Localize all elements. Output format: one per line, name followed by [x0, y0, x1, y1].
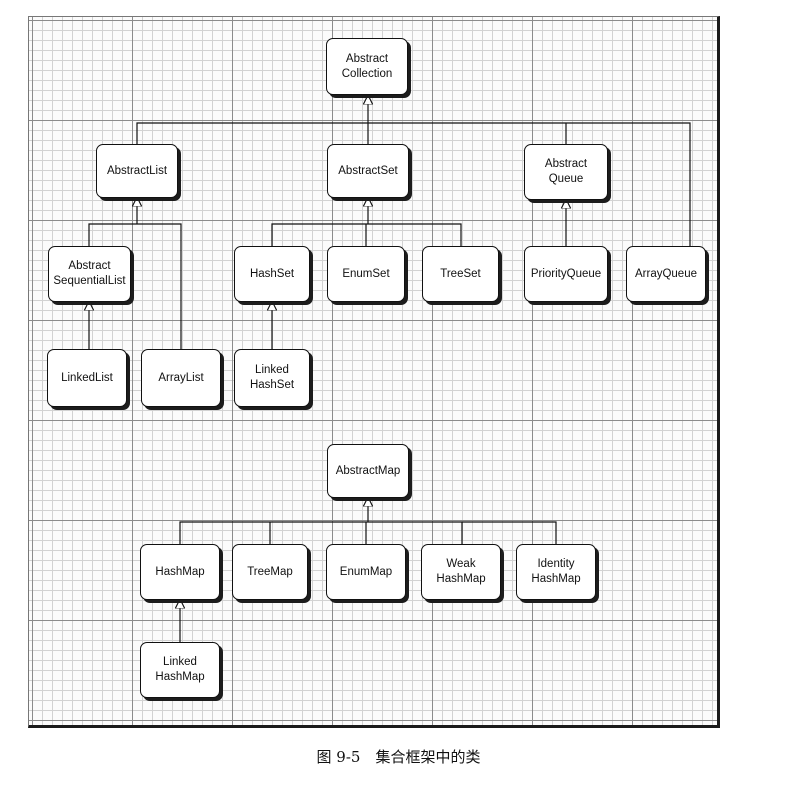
figure-caption: 图 9-5 集合框架中的类 — [316, 748, 481, 766]
node-linked-hash-map: Linked HashMap — [140, 642, 220, 698]
node-linked-list: LinkedList — [47, 349, 127, 407]
node-abstract-set: AbstractSet — [327, 144, 409, 198]
list-branch-line — [88, 223, 182, 349]
map-branch-line — [179, 521, 557, 544]
node-abstract-list: AbstractList — [96, 144, 178, 198]
collection-branch-line — [136, 122, 691, 246]
node-enum-map: EnumMap — [326, 544, 406, 600]
node-priority-queue: PriorityQueue — [524, 246, 608, 302]
node-tree-set: TreeSet — [422, 246, 499, 302]
node-linked-hash-set: Linked HashSet — [234, 349, 310, 407]
node-hash-map: HashMap — [140, 544, 220, 600]
node-abstract-collection: Abstract Collection — [326, 38, 408, 95]
node-identity-hash-map: Identity HashMap — [516, 544, 596, 600]
node-weak-hash-map: Weak HashMap — [421, 544, 501, 600]
node-hash-set: HashSet — [234, 246, 310, 302]
node-array-list: ArrayList — [141, 349, 221, 407]
node-abstract-sequential-list: Abstract SequentialList — [48, 246, 131, 302]
node-enum-set: EnumSet — [327, 246, 405, 302]
diagram-grid-panel — [28, 16, 720, 728]
node-array-queue: ArrayQueue — [626, 246, 706, 302]
node-tree-map: TreeMap — [232, 544, 308, 600]
node-abstract-queue: Abstract Queue — [524, 144, 608, 200]
node-abstract-map: AbstractMap — [327, 444, 409, 498]
